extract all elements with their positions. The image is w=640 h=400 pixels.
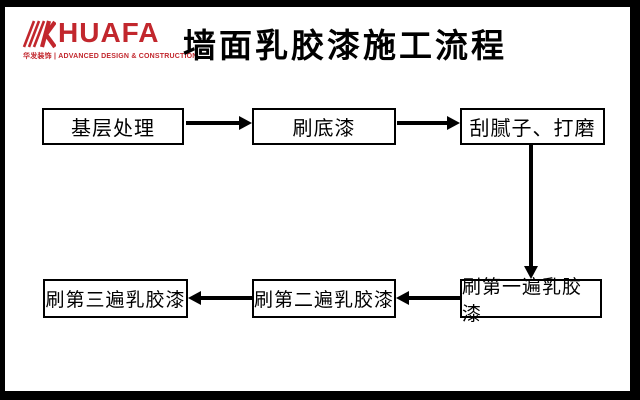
arrowhead-left-icon xyxy=(188,291,201,305)
arrowhead-left-icon xyxy=(396,291,409,305)
logo-tagline: 华发装饰 | ADVANCED DESIGN & CONSTRUCTION xyxy=(23,53,198,60)
brand-text: HUAFA xyxy=(58,17,160,48)
arrow-line xyxy=(201,296,252,300)
arrow-line xyxy=(186,121,239,125)
huafa-logo: HUAFA 华发装饰 | ADVANCED DESIGN & CONSTRUCT… xyxy=(22,15,197,67)
arrow-line xyxy=(397,121,447,125)
slide-canvas: HUAFA 华发装饰 | ADVANCED DESIGN & CONSTRUCT… xyxy=(5,7,630,391)
arrowhead-down-icon xyxy=(524,266,538,279)
arrow-line xyxy=(529,145,533,266)
page-title: 墙面乳胶漆施工流程 xyxy=(183,27,507,64)
flow-step-base-treatment: 基层处理 xyxy=(42,108,184,145)
flow-step-first-coat: 刷第一遍乳胶漆 xyxy=(460,277,602,325)
flow-step-third-coat: 刷第三遍乳胶漆 xyxy=(43,279,188,318)
flow-step-putty-sanding: 刮腻子、打磨 xyxy=(460,108,605,145)
arrowhead-right-icon xyxy=(447,116,460,130)
flow-step-primer: 刷底漆 xyxy=(252,108,396,145)
arrow-line xyxy=(409,296,460,300)
flow-step-second-coat: 刷第二遍乳胶漆 xyxy=(252,279,396,318)
arrowhead-right-icon xyxy=(239,116,252,130)
huafa-k-icon xyxy=(22,18,57,50)
